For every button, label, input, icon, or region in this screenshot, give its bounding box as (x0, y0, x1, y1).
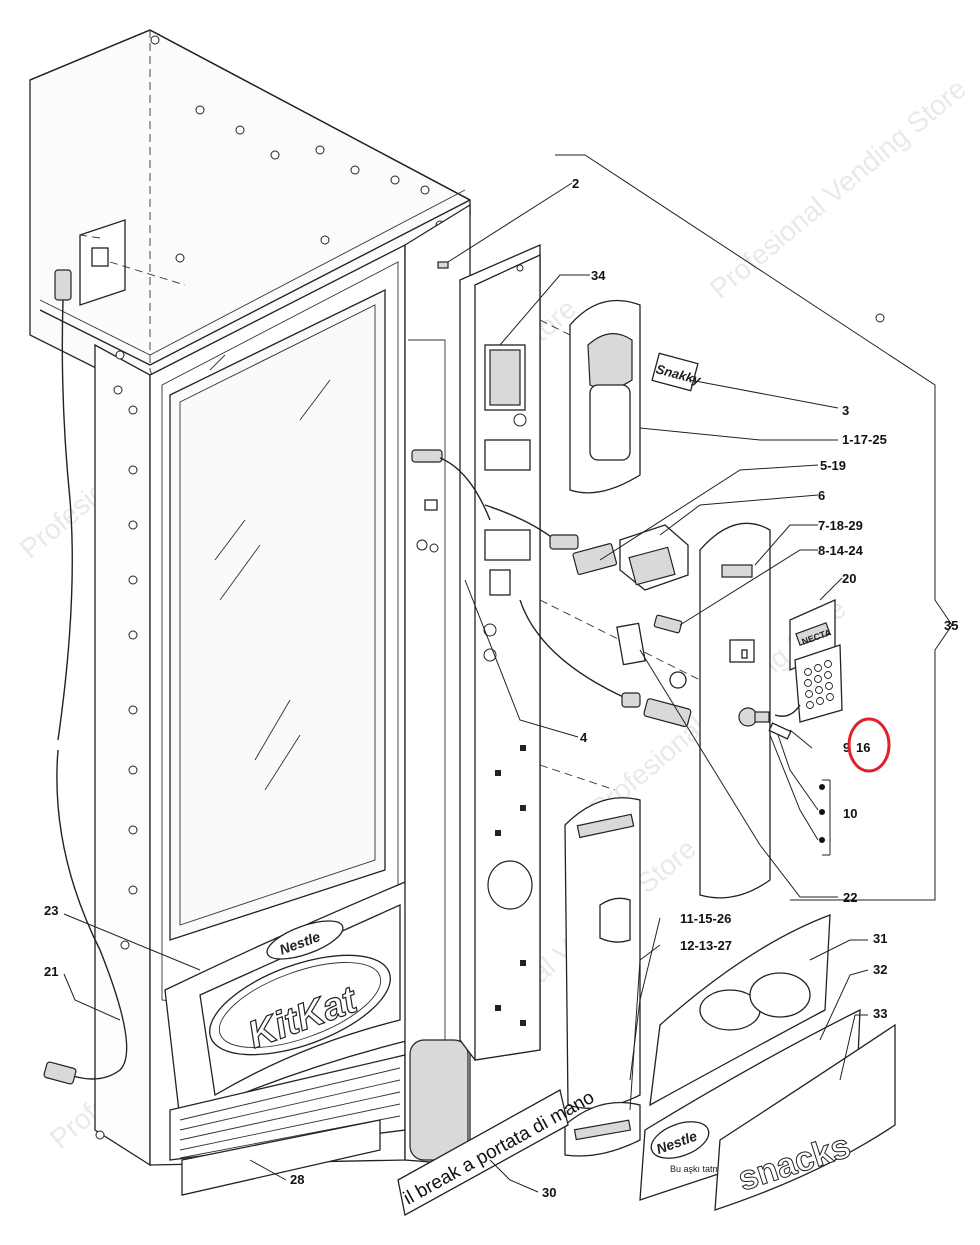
callout-11-15-26: 11-15-26 (680, 911, 731, 926)
sticker-tagline: Bu aşkı tatmalısın (670, 1164, 742, 1174)
callout-23: 23 (44, 903, 58, 918)
leader-lines (63, 154, 953, 1193)
callout-3: 3 (842, 403, 849, 418)
glass-reflection (209, 354, 331, 791)
power-cable (43, 269, 128, 1085)
callout-9: 9 (843, 740, 850, 755)
callout-16: 16 (856, 740, 870, 755)
callout-1-17-25: 1-17-25 (842, 432, 887, 447)
side-screws (95, 350, 138, 1140)
callout-8-14-24: 8-14-24 (818, 543, 864, 558)
callout-31: 31 (873, 931, 887, 946)
sticker-nestle: Nestle Bu aşkı tatmalısın (639, 1008, 861, 1201)
upper-cover: Snakky (569, 299, 703, 494)
door-column (437, 244, 701, 1061)
svg-text:Profesional Vending Store: Profesional Vending Store (704, 73, 972, 305)
callout-20: 20 (842, 571, 856, 586)
sticker-kitkat (649, 914, 831, 1107)
callout-33: 33 (873, 1006, 887, 1021)
callout-21: 21 (44, 964, 58, 979)
callouts: 2 34 3 1-17-25 5-19 6 7-18-29 8-14-24 20… (44, 176, 958, 1200)
front-panel (616, 522, 792, 899)
callout-6: 6 (818, 488, 825, 503)
keypad-buttons (804, 660, 834, 709)
callout-7-18-29: 7-18-29 (818, 518, 863, 533)
callout-12-13-27: 12-13-27 (680, 938, 732, 953)
lower-cover (564, 797, 641, 1157)
lock-bracket (79, 219, 186, 306)
callout-10: 10 (843, 806, 857, 821)
callout-28: 28 (290, 1172, 304, 1187)
callout-5-19: 5-19 (820, 458, 846, 473)
callout-35: 35 (944, 618, 958, 633)
label-strip (181, 1119, 381, 1196)
callout-2: 2 (572, 176, 579, 191)
wiring-harness (411, 449, 692, 728)
cabinet: KitKat Nestle (29, 29, 885, 1167)
keypad: NECTA (774, 598, 843, 723)
callout-32: 32 (873, 962, 887, 977)
callout-34: 34 (591, 268, 606, 283)
callout-22: 22 (843, 890, 857, 905)
callout-30: 30 (542, 1185, 556, 1200)
callout-4: 4 (580, 730, 588, 745)
coin-parts (572, 524, 689, 591)
highlight-circle (847, 717, 891, 773)
